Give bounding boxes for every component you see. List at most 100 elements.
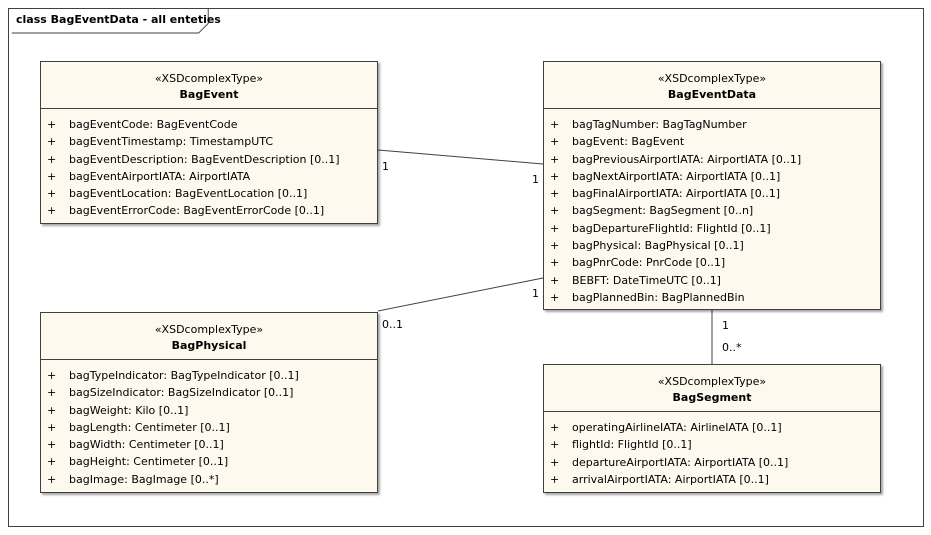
attribute-text: bagHeight: Centimeter [0..1] [69, 455, 229, 469]
class-bagsegment[interactable]: «XSDcomplexType» BagSegment + operatingAi… [543, 364, 881, 493]
class-name: BagSegment [672, 391, 752, 404]
multiplicity-bagevent-end: 1 [382, 160, 389, 173]
attribute-text: bagPreviousAirportIATA: AirportIATA [0..… [572, 152, 802, 166]
visibility-marker: + [550, 187, 560, 201]
attribute-text: bagFinalAirportIATA: AirportIATA [0..1] [572, 187, 781, 201]
attribute-list: + bagEventCode: BagEventCode + bagEventTim… [41, 109, 377, 220]
diagram-frame [8, 8, 924, 527]
attribute-text: bagLength: Centimeter [0..1] [69, 420, 230, 434]
visibility-marker: + [550, 455, 560, 469]
class-name: BagPhysical [171, 339, 247, 352]
association-line-bagevent [377, 149, 544, 165]
class-stereotype: «XSDcomplexType» [657, 72, 767, 85]
attribute-text: departureAirportIATA: AirportIATA [0..1] [572, 455, 789, 469]
attribute: + departureAirportIATA: AirportIATA [0..1… [544, 454, 880, 471]
visibility-marker: + [550, 135, 560, 149]
class-header: «XSDcomplexType» BagEventData [544, 62, 880, 109]
attribute-text: bagEventErrorCode: BagEventErrorCode [0.… [69, 204, 325, 218]
class-bagphysical[interactable]: «XSDcomplexType» BagPhysical + bagTypeInd… [40, 312, 378, 493]
visibility-marker: + [47, 135, 57, 149]
multiplicity-bageventdata-event-end: 1 [532, 173, 539, 186]
attribute: +bagSegment: BagSegment [0..n] [544, 202, 880, 219]
visibility-marker: + [47, 369, 57, 382]
attribute: +bagEventAirportIATA: AirportIATA [41, 168, 377, 185]
visibility-marker: + [550, 438, 560, 452]
visibility-marker: + [47, 403, 57, 417]
attribute: +bagSizeIndicator: BagSizeIndicator [0..… [41, 384, 377, 401]
visibility-marker: + [47, 187, 57, 201]
attribute: + bagNextAirportIATA: AirportIATA [0..1] [544, 168, 880, 185]
attribute-text: flightId: FlightId [0..1] [572, 438, 692, 452]
attribute: +bagDepartureFlightId: FlightId [0..1] [544, 220, 880, 237]
attribute-text: bagEventCode: BagEventCode [69, 118, 238, 131]
attribute-text: bagImage: BagImage [0..*] [69, 472, 219, 486]
attribute: + bagHeight: Centimeter [0..1] [41, 453, 377, 470]
visibility-marker: + [47, 169, 57, 183]
attribute-text: bagPhysical: BagPhysical [0..1] [572, 239, 744, 253]
association-line-bagphysical [377, 277, 544, 312]
class-stereotype: «XSDcomplexType» [657, 375, 767, 388]
multiplicity-bagsegment-end: 0..* [722, 341, 742, 354]
attribute: + bagEvent: BagEvent [544, 133, 880, 150]
attribute-text: bagEventTimestamp: TimestampUTC [69, 135, 274, 149]
attribute: + bagFinalAirportIATA: AirportIATA [0..1] [544, 185, 880, 202]
attribute-list: + bagTypeIndicator: BagTypeIndicator [0..… [41, 360, 377, 488]
class-header: «XSDcomplexType» BagEvent [41, 62, 377, 109]
attribute-list: + bagTagNumber: BagTagNumber + bagEvent: B… [544, 109, 880, 306]
class-name: BagEventData [667, 88, 757, 101]
attribute: + bagPreviousAirportIATA: AirportIATA [0.… [544, 151, 880, 168]
attribute-text: bagSizeIndicator: BagSizeIndicator [0..1… [69, 386, 294, 400]
attribute: +BEBFT: DateTimeUTC [0..1] [544, 272, 880, 289]
visibility-marker: + [550, 152, 560, 166]
attribute: + bagImage: BagImage [0..*] [41, 471, 377, 488]
visibility-marker: + [47, 455, 57, 469]
class-name: BagEvent [179, 88, 239, 101]
multiplicity-bageventdata-physical-end: 1 [532, 287, 539, 300]
attribute-list: + operatingAirlineIATA: AirlineIATA [0..1… [544, 412, 880, 488]
diagram-title: class BagEventData - all enteties [16, 13, 221, 26]
attribute: + bagLength: Centimeter [0..1] [41, 419, 377, 436]
multiplicity-bageventdata-segment-end: 1 [722, 319, 729, 332]
attribute-text: bagEvent: BagEvent [572, 135, 685, 149]
attribute-text: operatingAirlineIATA: AirlineIATA [0..1] [572, 421, 782, 434]
visibility-marker: + [47, 118, 57, 131]
class-stereotype: «XSDcomplexType» [154, 72, 264, 85]
attribute-text: bagWeight: Kilo [0..1] [69, 403, 189, 417]
visibility-marker: + [550, 118, 560, 131]
visibility-marker: + [47, 420, 57, 434]
attribute: + bagTagNumber: BagTagNumber [544, 116, 880, 133]
attribute-text: bagTagNumber: BagTagNumber [572, 118, 747, 131]
attribute-text: bagWidth: Centimeter [0..1] [69, 438, 224, 452]
visibility-marker: + [550, 273, 560, 287]
class-stereotype: «XSDcomplexType» [154, 323, 264, 336]
visibility-marker: + [550, 256, 560, 270]
attribute-text: bagEventDescription: BagEventDescription… [69, 152, 340, 166]
class-header: «XSDcomplexType» BagPhysical [41, 313, 377, 360]
attribute: + bagTypeIndicator: BagTypeIndicator [0..… [41, 367, 377, 384]
attribute-text: bagTypeIndicator: BagTypeIndicator [0..1… [69, 369, 299, 382]
attribute: +operatingAirlineIATA: AirlineIATA [0..1… [544, 419, 880, 436]
visibility-marker: + [47, 204, 57, 218]
attribute-text: bagSegment: BagSegment [0..n] [572, 204, 754, 218]
attribute: +bagPlannedBin: BagPlannedBin [544, 289, 880, 306]
multiplicity-bagphysical-end: 0..1 [382, 318, 403, 331]
class-bagevent[interactable]: «XSDcomplexType» BagEvent + bagEventCode:… [40, 61, 378, 224]
attribute: + flightId: FlightId [0..1] [544, 436, 880, 453]
visibility-marker: + [550, 239, 560, 253]
visibility-marker: + [550, 290, 560, 304]
visibility-marker: + [47, 472, 57, 486]
attribute-text: bagNextAirportIATA: AirportIATA [0..1] [572, 169, 781, 183]
attribute: + bagPnrCode: PnrCode [0..1] [544, 254, 880, 271]
attribute-text: bagPnrCode: PnrCode [0..1] [572, 256, 726, 270]
attribute-text: bagEventLocation: BagEventLocation [0..1… [69, 187, 308, 201]
visibility-marker: + [550, 169, 560, 183]
visibility-marker: + [550, 472, 560, 486]
attribute: +bagWidth: Centimeter [0..1] [41, 436, 377, 453]
visibility-marker: + [47, 152, 57, 166]
attribute-text: bagDepartureFlightId: FlightId [0..1] [572, 221, 771, 235]
attribute: + bagPhysical: BagPhysical [0..1] [544, 237, 880, 254]
attribute: + bagEventLocation: BagEventLocation [0..… [41, 185, 377, 202]
class-bageventdata[interactable]: «XSDcomplexType» BagEventData + bagTagNum… [543, 61, 881, 310]
class-header: «XSDcomplexType» BagSegment [544, 365, 880, 412]
